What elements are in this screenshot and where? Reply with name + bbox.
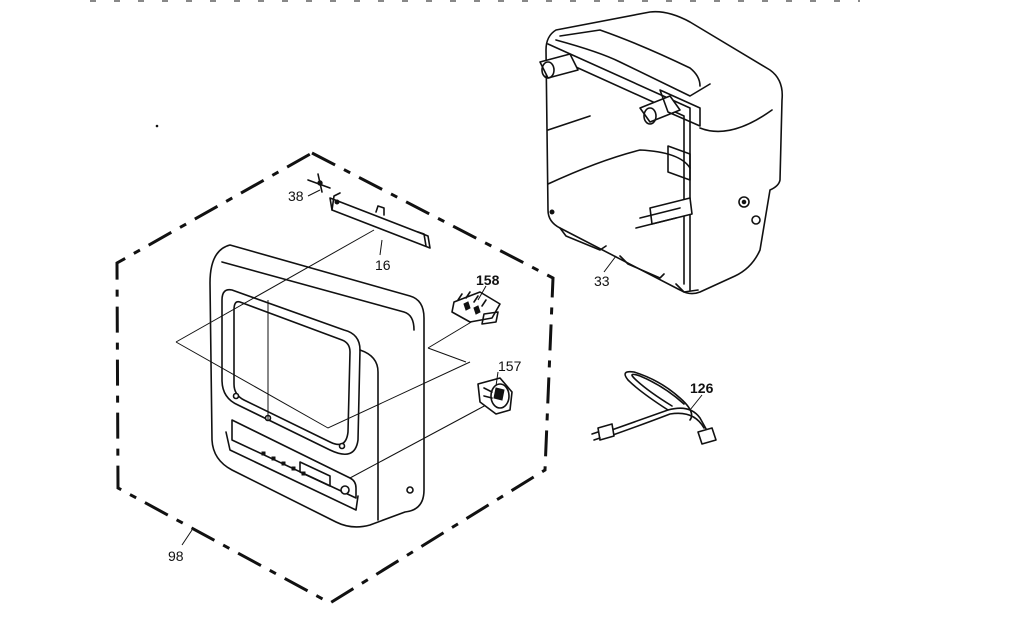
callout-33: 33 [594, 273, 610, 289]
callout-98: 98 [168, 548, 184, 564]
bracket-part-16 [329, 192, 431, 249]
rear-cabinet [539, 10, 784, 295]
socket-holder-part-157 [477, 377, 513, 415]
callout-16: 16 [375, 257, 391, 273]
power-cord-part-126 [591, 370, 717, 445]
screw-part-38 [307, 173, 331, 193]
connector-block-part-158 [451, 291, 501, 325]
callout-158: 158 [476, 272, 500, 288]
callout-leaders [181, 189, 703, 546]
stray-dot [155, 124, 159, 128]
assembly-boundary [115, 151, 555, 605]
front-panel-buttons [261, 451, 414, 495]
callout-157: 157 [498, 358, 522, 374]
callout-126: 126 [690, 380, 714, 396]
callout-38: 38 [288, 188, 304, 204]
front-cabinet [209, 244, 425, 528]
